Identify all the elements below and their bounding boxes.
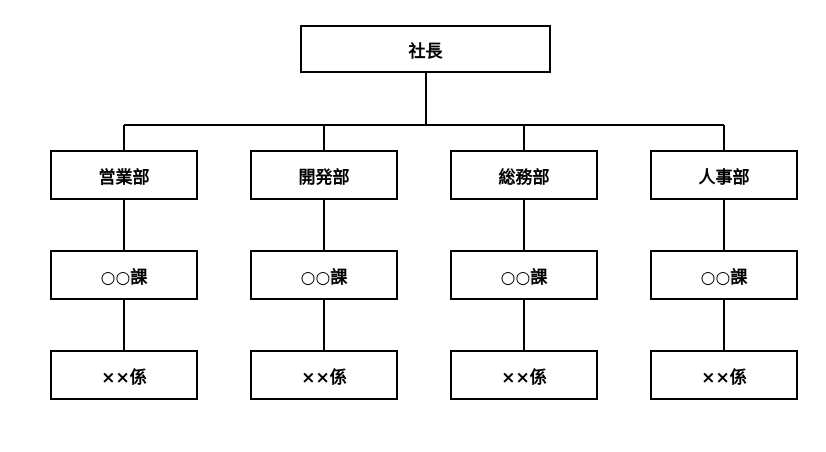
section-box: ○○課	[450, 250, 598, 300]
unit-box: ××係	[450, 350, 598, 400]
section-box: ○○課	[650, 250, 798, 300]
department-label: 総務部	[498, 167, 550, 188]
department-box-sales: 営業部	[50, 150, 198, 200]
section-label: ○○課	[100, 267, 148, 288]
section-label: ○○課	[700, 267, 748, 288]
ceo-label: 社長	[408, 41, 443, 62]
department-label: 営業部	[98, 167, 150, 188]
section-label: ○○課	[300, 267, 348, 288]
department-box-development: 開発部	[250, 150, 398, 200]
section-label: ○○課	[500, 267, 548, 288]
department-box-human-resources: 人事部	[650, 150, 798, 200]
unit-label: ××係	[501, 367, 547, 388]
department-label: 開発部	[298, 167, 350, 188]
unit-label: ××係	[301, 367, 347, 388]
unit-box: ××係	[250, 350, 398, 400]
section-box: ○○課	[250, 250, 398, 300]
unit-box: ××係	[50, 350, 198, 400]
unit-label: ××係	[701, 367, 747, 388]
department-box-general-affairs: 総務部	[450, 150, 598, 200]
unit-box: ××係	[650, 350, 798, 400]
department-label: 人事部	[698, 167, 750, 188]
ceo-box: 社長	[300, 25, 551, 73]
section-box: ○○課	[50, 250, 198, 300]
unit-label: ××係	[101, 367, 147, 388]
